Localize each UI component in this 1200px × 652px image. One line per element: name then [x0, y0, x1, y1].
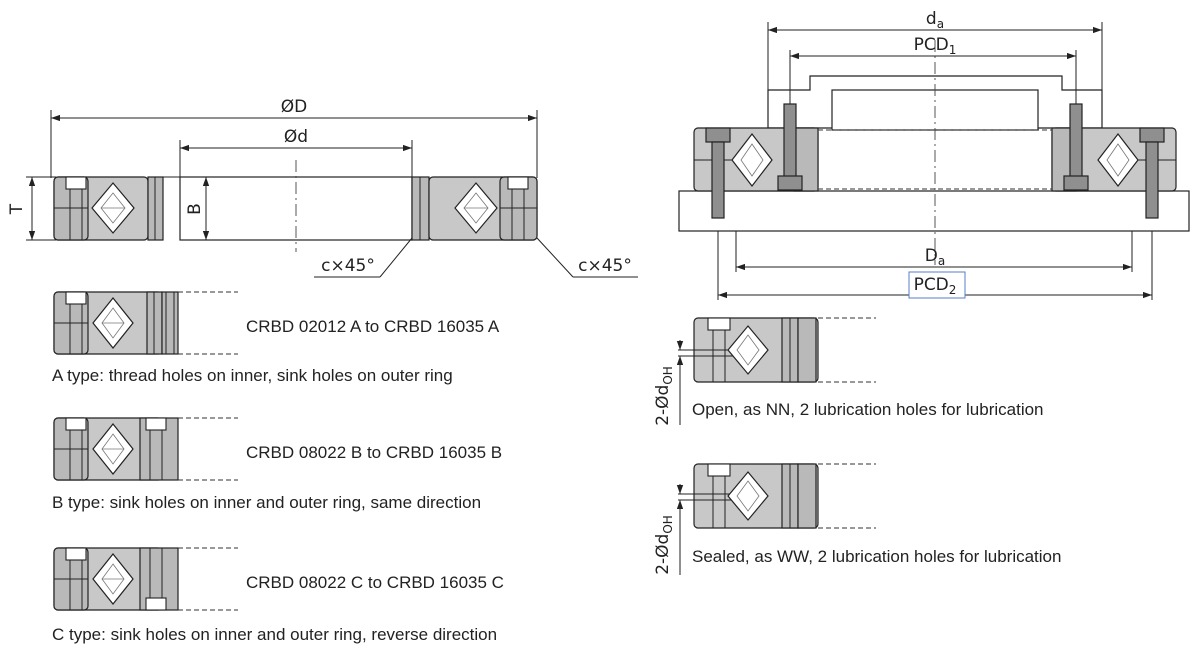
- pcd1-subscript: 1: [949, 43, 957, 57]
- svg-text:PCD1: PCD1: [914, 35, 957, 57]
- chamfer-label-inner: c×45°: [321, 256, 375, 276]
- Da-label: D: [925, 246, 938, 266]
- type-b-section: [53, 417, 238, 481]
- width-label: B: [185, 203, 205, 215]
- open-hole-label: 2-Ød: [653, 385, 673, 426]
- pcd1-label: PCD: [914, 35, 949, 55]
- type-c-section: [53, 547, 238, 611]
- lubrication-open-section: [676, 317, 876, 425]
- inner-dia-label: Ød: [284, 127, 308, 147]
- svg-text:Da: Da: [925, 246, 945, 268]
- main-section-left: ØD Ød T B: [7, 97, 638, 278]
- svg-text:da: da: [926, 9, 944, 31]
- height-label: T: [7, 203, 27, 215]
- da-label: d: [926, 9, 937, 29]
- type-a-section: [53, 291, 238, 355]
- pcd2-label: PCD: [914, 275, 949, 295]
- svg-text:2-ØdOH: 2-ØdOH: [653, 515, 675, 575]
- sealed-caption: Sealed, as WW, 2 lubrication holes for l…: [692, 547, 1061, 566]
- sealed-hole-label: 2-Ød: [653, 534, 673, 575]
- svg-text:PCD2: PCD2: [914, 275, 957, 297]
- type-c-range: CRBD 08022 C to CRBD 16035 C: [246, 573, 504, 592]
- type-a-caption: A type: thread holes on inner, sink hole…: [52, 366, 453, 385]
- lubrication-sealed-section: [676, 463, 876, 575]
- mounting-assembly: da PCD1 Da PCD2: [678, 9, 1190, 300]
- svg-text:2-ØdOH: 2-ØdOH: [653, 366, 675, 426]
- open-caption: Open, as NN, 2 lubrication holes for lub…: [692, 400, 1044, 419]
- open-hole-subscript: OH: [661, 366, 675, 384]
- type-b-range: CRBD 08022 B to CRBD 16035 B: [246, 443, 502, 462]
- sealed-hole-subscript: OH: [661, 515, 675, 533]
- type-a-range: CRBD 02012 A to CRBD 16035 A: [246, 317, 500, 336]
- type-c-caption: C type: sink holes on inner and outer ri…: [52, 625, 497, 644]
- da-subscript: a: [937, 17, 944, 31]
- outer-dia-label: ØD: [281, 97, 307, 117]
- Da-subscript: a: [938, 254, 945, 268]
- type-b-caption: B type: sink holes on inner and outer ri…: [52, 493, 481, 512]
- chamfer-label-outer: c×45°: [578, 256, 632, 276]
- pcd2-subscript: 2: [949, 283, 957, 297]
